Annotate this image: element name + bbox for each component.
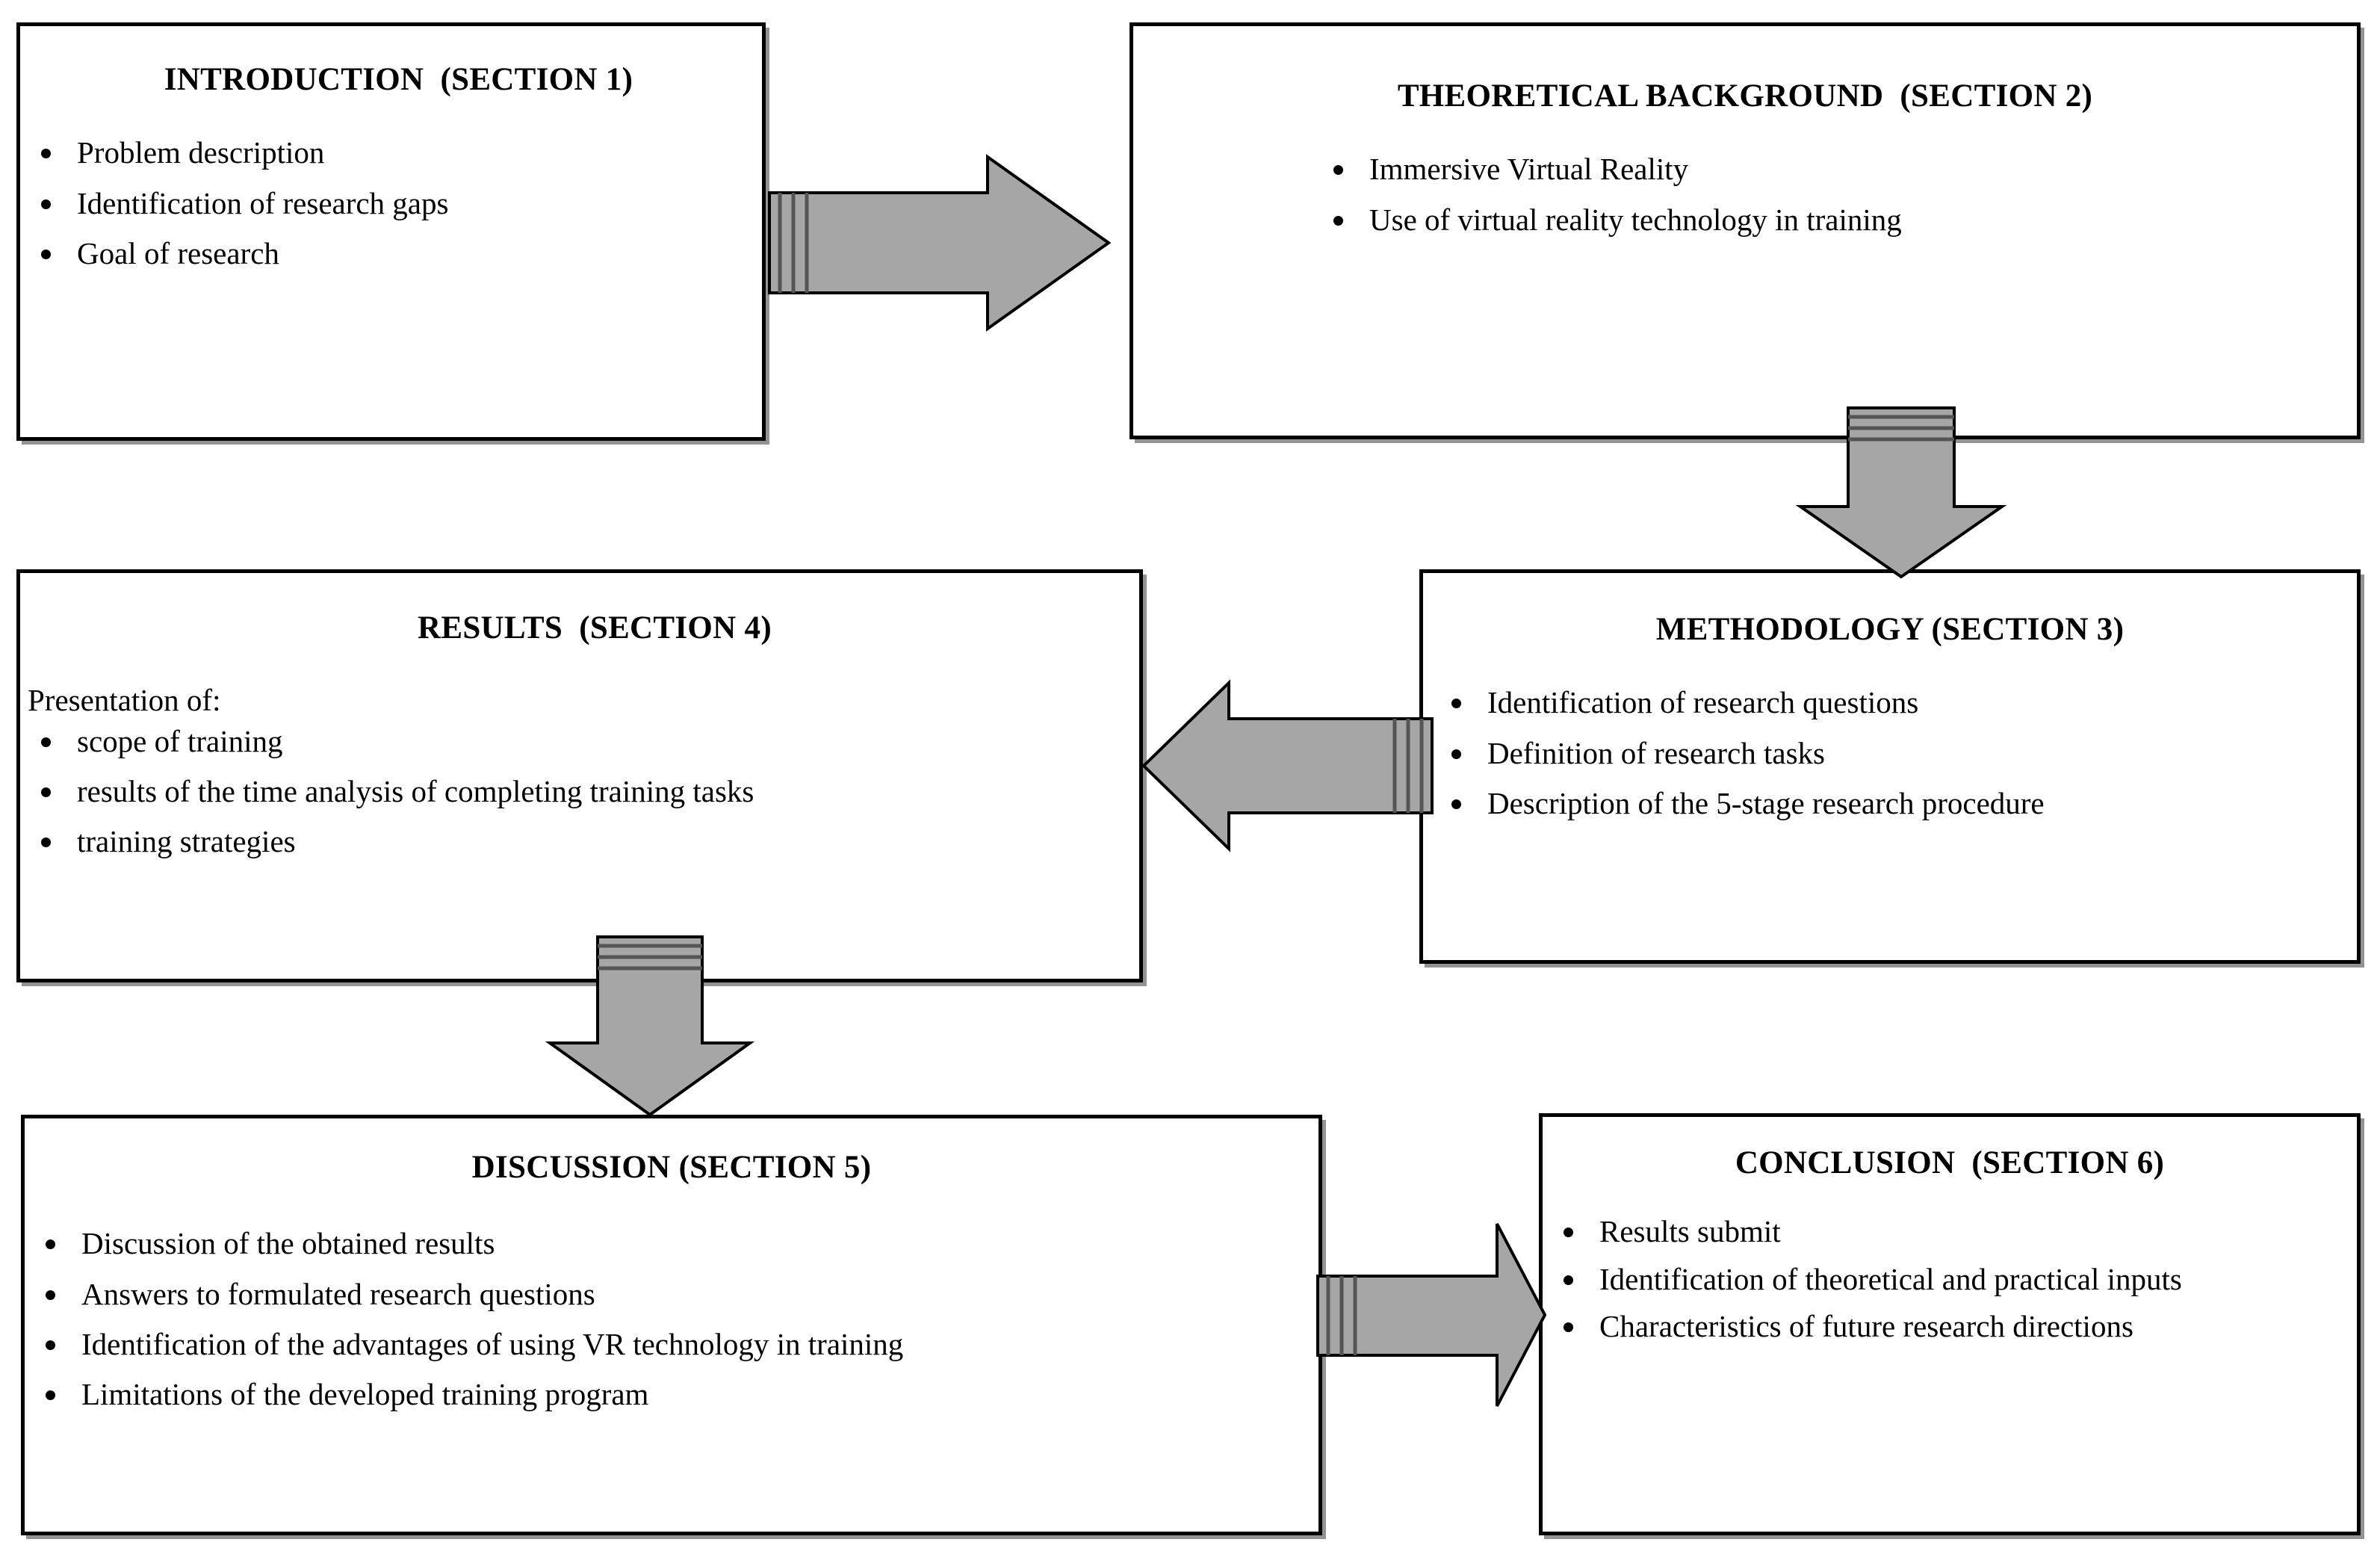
list-item: Definition of research tasks <box>1438 734 2357 773</box>
list-item: Identification of research gaps <box>28 184 762 223</box>
node-theoretical-background-title: THEORETICAL BACKGROUND (SECTION 2) <box>1397 78 2093 114</box>
list-item: Results submit <box>1550 1212 2357 1251</box>
node-theoretical-background-list: Immersive Virtual Reality Use of virtual… <box>1133 149 2357 240</box>
node-methodology-title: METHODOLOGY (SECTION 3) <box>1655 612 2125 647</box>
node-introduction-list: Problem description Identification of re… <box>20 133 762 273</box>
list-item: Discussion of the obtained results <box>32 1224 1318 1263</box>
list-item: Identification of research questions <box>1438 683 2357 722</box>
arrow-right-icon-intro-to-theoretical <box>763 149 1115 336</box>
node-methodology-list: Identification of research questions Def… <box>1423 683 2357 823</box>
node-conclusion[interactable]: CONCLUSION (SECTION 6) Results submit Id… <box>1539 1113 2361 1535</box>
list-item: Immersive Virtual Reality <box>1320 149 2357 189</box>
list-item: Description of the 5-stage research proc… <box>1438 784 2357 823</box>
node-theoretical-background[interactable]: THEORETICAL BACKGROUND (SECTION 2) Immer… <box>1129 22 2361 439</box>
list-item: training strategies <box>28 822 1139 861</box>
node-results-list: scope of training results of the time an… <box>20 722 1139 862</box>
list-item: Use of virtual reality technology in tra… <box>1320 200 2357 240</box>
node-introduction[interactable]: INTRODUCTION (SECTION 1) Problem descrip… <box>16 22 766 441</box>
arrow-left-icon-methodology-to-results <box>1139 672 1438 859</box>
list-item: Identification of the advantages of usin… <box>32 1325 1318 1364</box>
list-item: Characteristics of future research direc… <box>1550 1307 2357 1346</box>
arrow-right-icon-discussion-to-conclusion <box>1312 1210 1551 1420</box>
arrow-down-icon-results-to-discussion <box>538 932 754 1119</box>
node-discussion-list: Discussion of the obtained results Answe… <box>25 1224 1318 1414</box>
node-discussion-title: DISCUSSION (SECTION 5) <box>471 1150 872 1185</box>
node-conclusion-title: CONCLUSION (SECTION 6) <box>1735 1145 2165 1180</box>
list-item: Identification of theoretical and practi… <box>1550 1260 2357 1299</box>
node-results-title: RESULTS (SECTION 4) <box>418 610 772 646</box>
list-item: Answers to formulated research questions <box>32 1275 1318 1314</box>
list-item: scope of training <box>28 722 1139 761</box>
node-results-lead: Presentation of: <box>28 683 221 718</box>
list-item: results of the time analysis of completi… <box>28 772 1139 811</box>
node-results[interactable]: RESULTS (SECTION 4) Presentation of: sco… <box>16 569 1143 982</box>
list-item: Goal of research <box>28 234 762 273</box>
arrow-down-icon-theoretical-to-methodology <box>1793 403 2009 583</box>
list-item: Problem description <box>28 133 762 173</box>
list-item: Limitations of the developed training pr… <box>32 1375 1318 1414</box>
node-introduction-title: INTRODUCTION (SECTION 1) <box>164 62 633 97</box>
node-conclusion-list: Results submit Identification of theoret… <box>1543 1212 2357 1346</box>
node-discussion[interactable]: DISCUSSION (SECTION 5) Discussion of the… <box>21 1115 1322 1535</box>
node-methodology[interactable]: METHODOLOGY (SECTION 3) Identification o… <box>1419 569 2361 964</box>
